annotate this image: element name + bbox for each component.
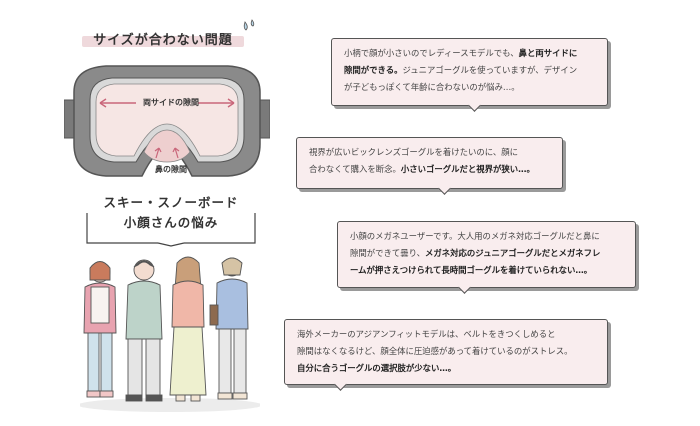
title-bracket xyxy=(86,213,256,247)
bubble-3-line3: ームが押さえつけられて長時間ゴーグルを着けていられない…。 xyxy=(350,265,593,275)
heading-highlight xyxy=(82,36,244,47)
people-title: スキー・スノーボード 小顔さんの悩み xyxy=(86,193,256,233)
speech-bubble-2: 視界が広いビックレンズゴーグルを着けたいのに、顔に 合わなくて購入を断念。小さい… xyxy=(296,137,563,189)
bubble-1-line1: 小柄で顔が小さいのでレディースモデルでも、鼻と両サイドに xyxy=(344,48,578,58)
speech-bubble-1: 小柄で顔が小さいのでレディースモデルでも、鼻と両サイドに 隙間ができる。ジュニア… xyxy=(331,38,608,106)
bubble-2-line1: 視界が広いビックレンズゴーグルを着けたいのに、顔に xyxy=(309,147,518,157)
bubble-1-line2: 隙間ができる。ジュニアゴーグルを使っていますが、デザイン xyxy=(344,65,578,75)
bubble-2-line2: 合わなくて購入を断念。小さいゴーグルだと視界が狭い…。 xyxy=(309,164,535,174)
section-heading: サイズが合わない問題 xyxy=(93,33,233,48)
bubble-4-line1: 海外メーカーのアジアンフィットモデルは、ベルトをきつくしめると xyxy=(297,329,556,339)
sides-gap-label: 両サイドの隙間 xyxy=(143,98,199,107)
bubble-4-line3: 自分に合うゴーグルの選択肢が少ない…。 xyxy=(297,363,457,373)
nose-gap-label: 鼻の隙間 xyxy=(155,165,187,174)
people-title-line1: スキー・スノーボード xyxy=(103,195,239,210)
bubble-4-line2: 隙間はなくなるけど、顔全体に圧迫感があって着けているのがストレス。 xyxy=(297,346,573,356)
speech-bubble-3: 小顔のメガネユーザーです。大人用のメガネ対応ゴーグルだと鼻に 隙間ができて曇り、… xyxy=(337,221,636,288)
bubble-3-line2: 隙間ができて曇り、メガネ対応のジュニアゴーグルだとメガネフレ xyxy=(350,248,601,258)
goggle-illustration xyxy=(64,65,270,177)
bubble-1-line3: が子どもっぽくて年齢に合わないのが悩み…。 xyxy=(344,82,520,92)
people-illustration xyxy=(80,256,260,412)
bubble-3-line1: 小顔のメガネユーザーです。大人用のメガネ対応ゴーグルだと鼻に xyxy=(350,231,600,241)
speech-bubble-4: 海外メーカーのアジアンフィットモデルは、ベルトをきつくしめると 隙間はなくなるけ… xyxy=(284,319,608,385)
people-title-line2: 小顔さんの悩み xyxy=(123,215,219,230)
sweat-drop-icon xyxy=(243,19,255,31)
